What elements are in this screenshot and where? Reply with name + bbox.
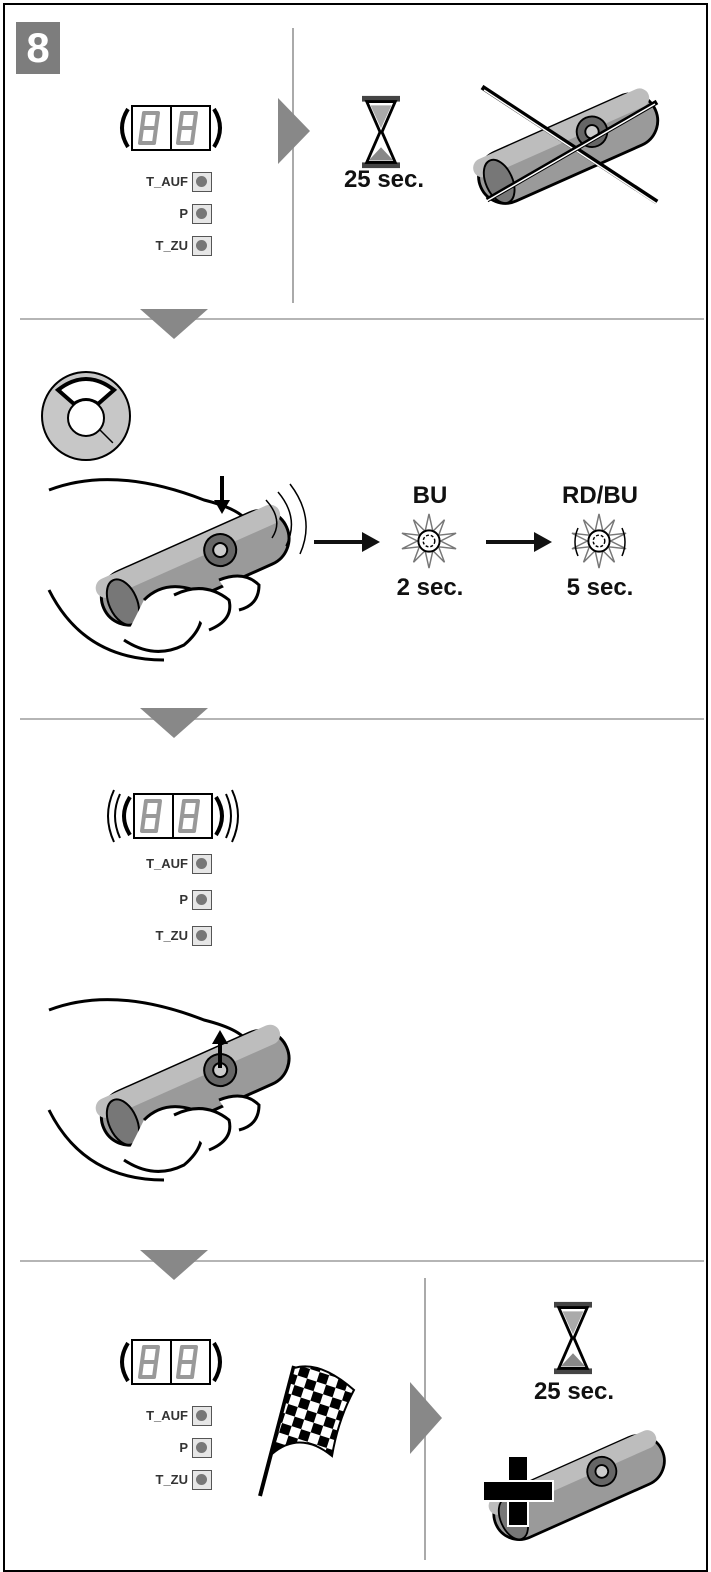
button-t-auf-icon-3 <box>192 1406 212 1426</box>
label-p: P <box>179 206 188 221</box>
button-t-zu-icon <box>192 236 212 256</box>
led-blink-blue-icon <box>400 512 458 570</box>
label-t-auf-3: T_AUF <box>146 1408 188 1423</box>
led2-time-label: 5 sec. <box>566 574 634 601</box>
remote-keypad-up-highlighted-icon <box>41 371 131 461</box>
hand-pressing-button-icon <box>44 476 307 670</box>
label-p-3: P <box>179 1440 188 1455</box>
step-number-badge: 8 <box>16 22 60 74</box>
separator-2 <box>20 718 704 720</box>
button-p-icon-3 <box>192 1438 212 1458</box>
led1-time-label: 2 sec. <box>396 574 464 601</box>
remote-add-icon <box>482 1425 675 1550</box>
button-t-auf-icon-2 <box>192 854 212 874</box>
separator-3 <box>20 1260 704 1262</box>
led-blink-red-blue-icon <box>570 512 628 570</box>
next-arrow-icon-2 <box>410 1382 442 1454</box>
led-display-blinking-icon <box>107 789 239 843</box>
wait-label-2: 25 sec. <box>533 1378 615 1405</box>
button-t-zu-icon-3 <box>192 1470 212 1490</box>
led-display-icon-2 <box>116 1334 226 1390</box>
button-p-icon-2 <box>192 890 212 910</box>
led2-color-label: RD/BU <box>562 482 638 509</box>
label-t-auf: T_AUF <box>146 174 188 189</box>
button-t-auf-icon <box>192 172 212 192</box>
button-p-icon <box>192 204 212 224</box>
panel1-divider <box>292 28 294 303</box>
down-arrow-icon-3 <box>140 1250 208 1280</box>
hourglass-icon-2 <box>548 1300 598 1376</box>
instruction-frame <box>3 3 708 1572</box>
led1-color-label: BU <box>412 482 448 509</box>
label-t-zu-3: T_ZU <box>155 1472 189 1487</box>
checkered-flag-icon <box>258 1365 356 1497</box>
next-arrow-icon <box>278 98 310 164</box>
remote-crossed-out-icon <box>468 83 668 210</box>
hand-releasing-button-icon <box>44 990 304 1190</box>
label-t-zu-2: T_ZU <box>155 928 189 943</box>
wait-label: 25 sec. <box>343 166 425 193</box>
separator-1 <box>20 318 704 320</box>
down-arrow-icon <box>140 309 208 339</box>
label-t-zu: T_ZU <box>155 238 189 253</box>
label-p-2: P <box>179 892 188 907</box>
down-arrow-icon-2 <box>140 708 208 738</box>
label-t-auf-2: T_AUF <box>146 856 188 871</box>
arrow-right-icon-2 <box>486 532 552 552</box>
hourglass-icon <box>356 94 406 170</box>
led-display-icon <box>116 100 226 156</box>
button-t-zu-icon-2 <box>192 926 212 946</box>
arrow-right-icon <box>314 532 380 552</box>
